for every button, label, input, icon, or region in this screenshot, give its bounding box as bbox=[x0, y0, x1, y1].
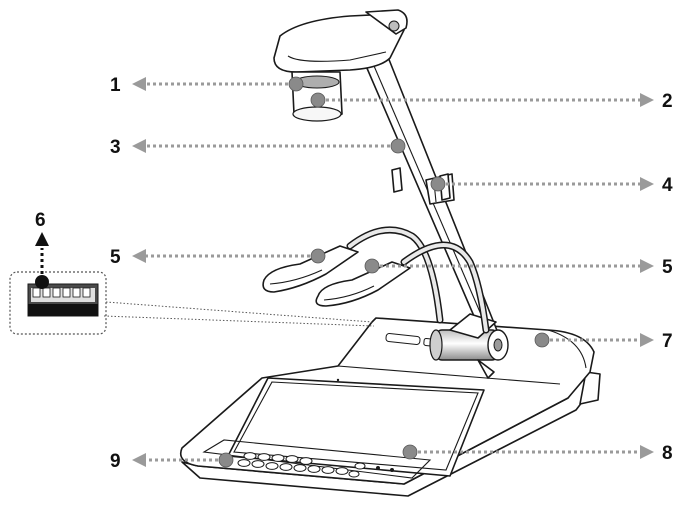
callout-9-label: 9 bbox=[110, 451, 121, 472]
callout-5-right-label: 5 bbox=[662, 257, 673, 278]
callout-1: 1 bbox=[110, 75, 304, 96]
callout-9: 9 bbox=[110, 451, 234, 472]
dip-switch-inset bbox=[9, 271, 375, 335]
arm-pivot bbox=[429, 313, 509, 379]
callout-5-right: 5 bbox=[364, 257, 673, 278]
callout-4-label: 4 bbox=[662, 175, 673, 196]
camera-lens bbox=[291, 71, 343, 122]
callout-5-left-label: 5 bbox=[110, 247, 121, 268]
callout-6-label: 6 bbox=[35, 210, 46, 231]
lamp-left bbox=[262, 226, 444, 324]
callout-8: 8 bbox=[402, 443, 673, 464]
callout-7: 7 bbox=[534, 331, 673, 352]
lamp-right bbox=[315, 241, 490, 334]
camera-head bbox=[273, 9, 408, 122]
callout-2: 2 bbox=[310, 91, 673, 112]
callout-3-label: 3 bbox=[110, 137, 121, 158]
control-buttons bbox=[237, 452, 394, 478]
callout-2-label: 2 bbox=[662, 91, 673, 112]
callout-5-left: 5 bbox=[110, 247, 326, 268]
callout-6: 6 bbox=[35, 210, 49, 289]
callout-1-label: 1 bbox=[110, 75, 121, 96]
callout-7-label: 7 bbox=[662, 331, 673, 352]
callout-8-label: 8 bbox=[662, 443, 673, 464]
callout-4: 4 bbox=[430, 175, 673, 196]
callout-3: 3 bbox=[110, 137, 406, 158]
